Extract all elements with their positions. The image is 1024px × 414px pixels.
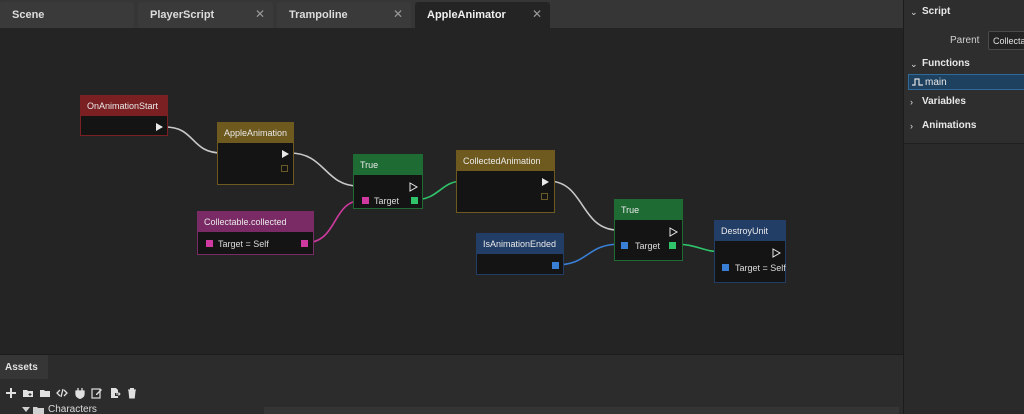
new-folder-icon[interactable]	[22, 387, 34, 399]
tab-assets[interactable]: Assets	[0, 355, 48, 379]
section-title: Variables	[922, 96, 966, 107]
node-title: OnAnimationStart	[81, 96, 167, 116]
node-title: Collectable.collected	[198, 212, 313, 232]
node-collectable-collected[interactable]: Collectable.collected Target = Self	[197, 211, 314, 255]
export-icon[interactable]	[109, 387, 121, 399]
close-icon[interactable]: ✕	[254, 7, 265, 21]
chevron-down-icon[interactable]	[22, 407, 30, 413]
output-pin-icon[interactable]	[552, 262, 559, 269]
parent-label: Parent	[950, 35, 980, 46]
inspector-empty-area	[904, 143, 1024, 414]
assets-tab-label: Assets	[5, 362, 38, 373]
tab-scene[interactable]: Scene	[0, 2, 134, 28]
section-script[interactable]: ⌄ Script	[904, 3, 1024, 21]
output-pin-icon[interactable]	[411, 197, 418, 204]
tab-label: Scene	[12, 9, 45, 21]
assets-content	[264, 407, 899, 414]
node-on-animation-start[interactable]: OnAnimationStart	[80, 95, 168, 136]
target-input-pin-icon[interactable]	[722, 264, 729, 271]
tab-appleanimator[interactable]: AppleAnimator ✕	[415, 2, 550, 28]
chevron-right-icon: ›	[910, 97, 913, 107]
section-title: Script	[922, 6, 951, 17]
flow-wire	[547, 180, 619, 231]
trash-icon[interactable]	[126, 387, 138, 399]
tab-playerscript[interactable]: PlayerScript ✕	[138, 2, 273, 28]
script-icon[interactable]	[56, 387, 68, 399]
flow-wire	[289, 152, 359, 187]
node-title: CollectedAnimation	[457, 151, 554, 171]
section-title: Animations	[922, 120, 977, 131]
plugin-icon[interactable]	[74, 387, 86, 399]
section-functions[interactable]: ⌄ Functions	[904, 55, 1024, 73]
assets-panel: Assets Characters	[0, 354, 903, 414]
node-destroy-unit[interactable]: DestroyUnit Target = Self	[714, 220, 786, 283]
flow-out-arrow-icon[interactable]	[542, 178, 549, 186]
output-pin-icon[interactable]	[301, 240, 308, 247]
tab-label: AppleAnimator	[427, 9, 506, 21]
visual-script-graph[interactable]: OnAnimationStart AppleAnimation True Tar…	[0, 28, 903, 354]
edit-icon[interactable]	[91, 387, 103, 399]
node-title: DestroyUnit	[715, 221, 785, 241]
flow-out-arrow-icon[interactable]	[669, 227, 678, 237]
close-icon[interactable]: ✕	[531, 7, 542, 21]
chevron-down-icon: ⌄	[910, 59, 918, 69]
node-title: True	[615, 200, 682, 220]
node-collected-animation[interactable]: CollectedAnimation	[456, 150, 555, 213]
chevron-right-icon: ›	[910, 121, 913, 131]
target-input-pin-icon[interactable]	[362, 197, 369, 204]
target-input-pin-icon[interactable]	[621, 242, 628, 249]
node-title: True	[354, 155, 422, 175]
data-wire	[554, 243, 622, 266]
function-item-main[interactable]: main	[908, 74, 1024, 90]
function-label: main	[925, 77, 947, 88]
pin-label: Target = Self	[735, 263, 786, 273]
add-icon[interactable]	[5, 387, 17, 399]
pin-label: Target	[635, 241, 661, 251]
flow-out-arrow-icon[interactable]	[409, 182, 418, 192]
close-icon[interactable]: ✕	[392, 7, 403, 21]
section-animations[interactable]: › Animations	[904, 117, 1024, 135]
output-pin-icon[interactable]	[281, 165, 288, 172]
input-pin-icon[interactable]	[206, 240, 213, 247]
editor-tab-bar: Scene PlayerScript ✕ Trampoline ✕ AppleA…	[0, 0, 903, 28]
output-pin-icon[interactable]	[541, 193, 548, 200]
flow-out-arrow-icon[interactable]	[282, 150, 289, 158]
flow-out-arrow-icon[interactable]	[772, 248, 781, 258]
tree-item-label: Characters	[48, 404, 97, 414]
parent-field[interactable]: Collectable	[988, 31, 1024, 50]
output-pin-icon[interactable]	[669, 242, 676, 249]
script-inspector: ⌄ Script Parent Collectable ⌄ Functions …	[903, 0, 1024, 414]
pin-label: Target	[374, 196, 400, 206]
section-title: Functions	[922, 58, 970, 69]
pin-label: Target = Self	[218, 239, 269, 249]
node-title: AppleAnimation	[218, 123, 293, 143]
flow-wire	[164, 126, 223, 154]
tab-label: PlayerScript	[150, 9, 215, 21]
folder-icon[interactable]	[39, 387, 51, 399]
tab-trampoline[interactable]: Trampoline ✕	[277, 2, 411, 28]
connection-wires	[164, 126, 732, 266]
tab-label: Trampoline	[289, 9, 348, 21]
node-title: IsAnimationEnded	[477, 234, 563, 254]
function-icon	[912, 78, 923, 86]
node-is-animation-ended[interactable]: IsAnimationEnded	[476, 233, 564, 275]
node-true-2[interactable]: True Target	[614, 199, 683, 261]
parent-value: Collectable	[993, 36, 1024, 46]
node-true-1[interactable]: True Target	[353, 154, 423, 209]
flow-out-arrow-icon[interactable]	[156, 123, 163, 131]
chevron-down-icon: ⌄	[910, 7, 918, 17]
section-variables[interactable]: › Variables	[904, 93, 1024, 111]
folder-icon	[33, 407, 44, 414]
node-apple-animation[interactable]: AppleAnimation	[217, 122, 294, 185]
